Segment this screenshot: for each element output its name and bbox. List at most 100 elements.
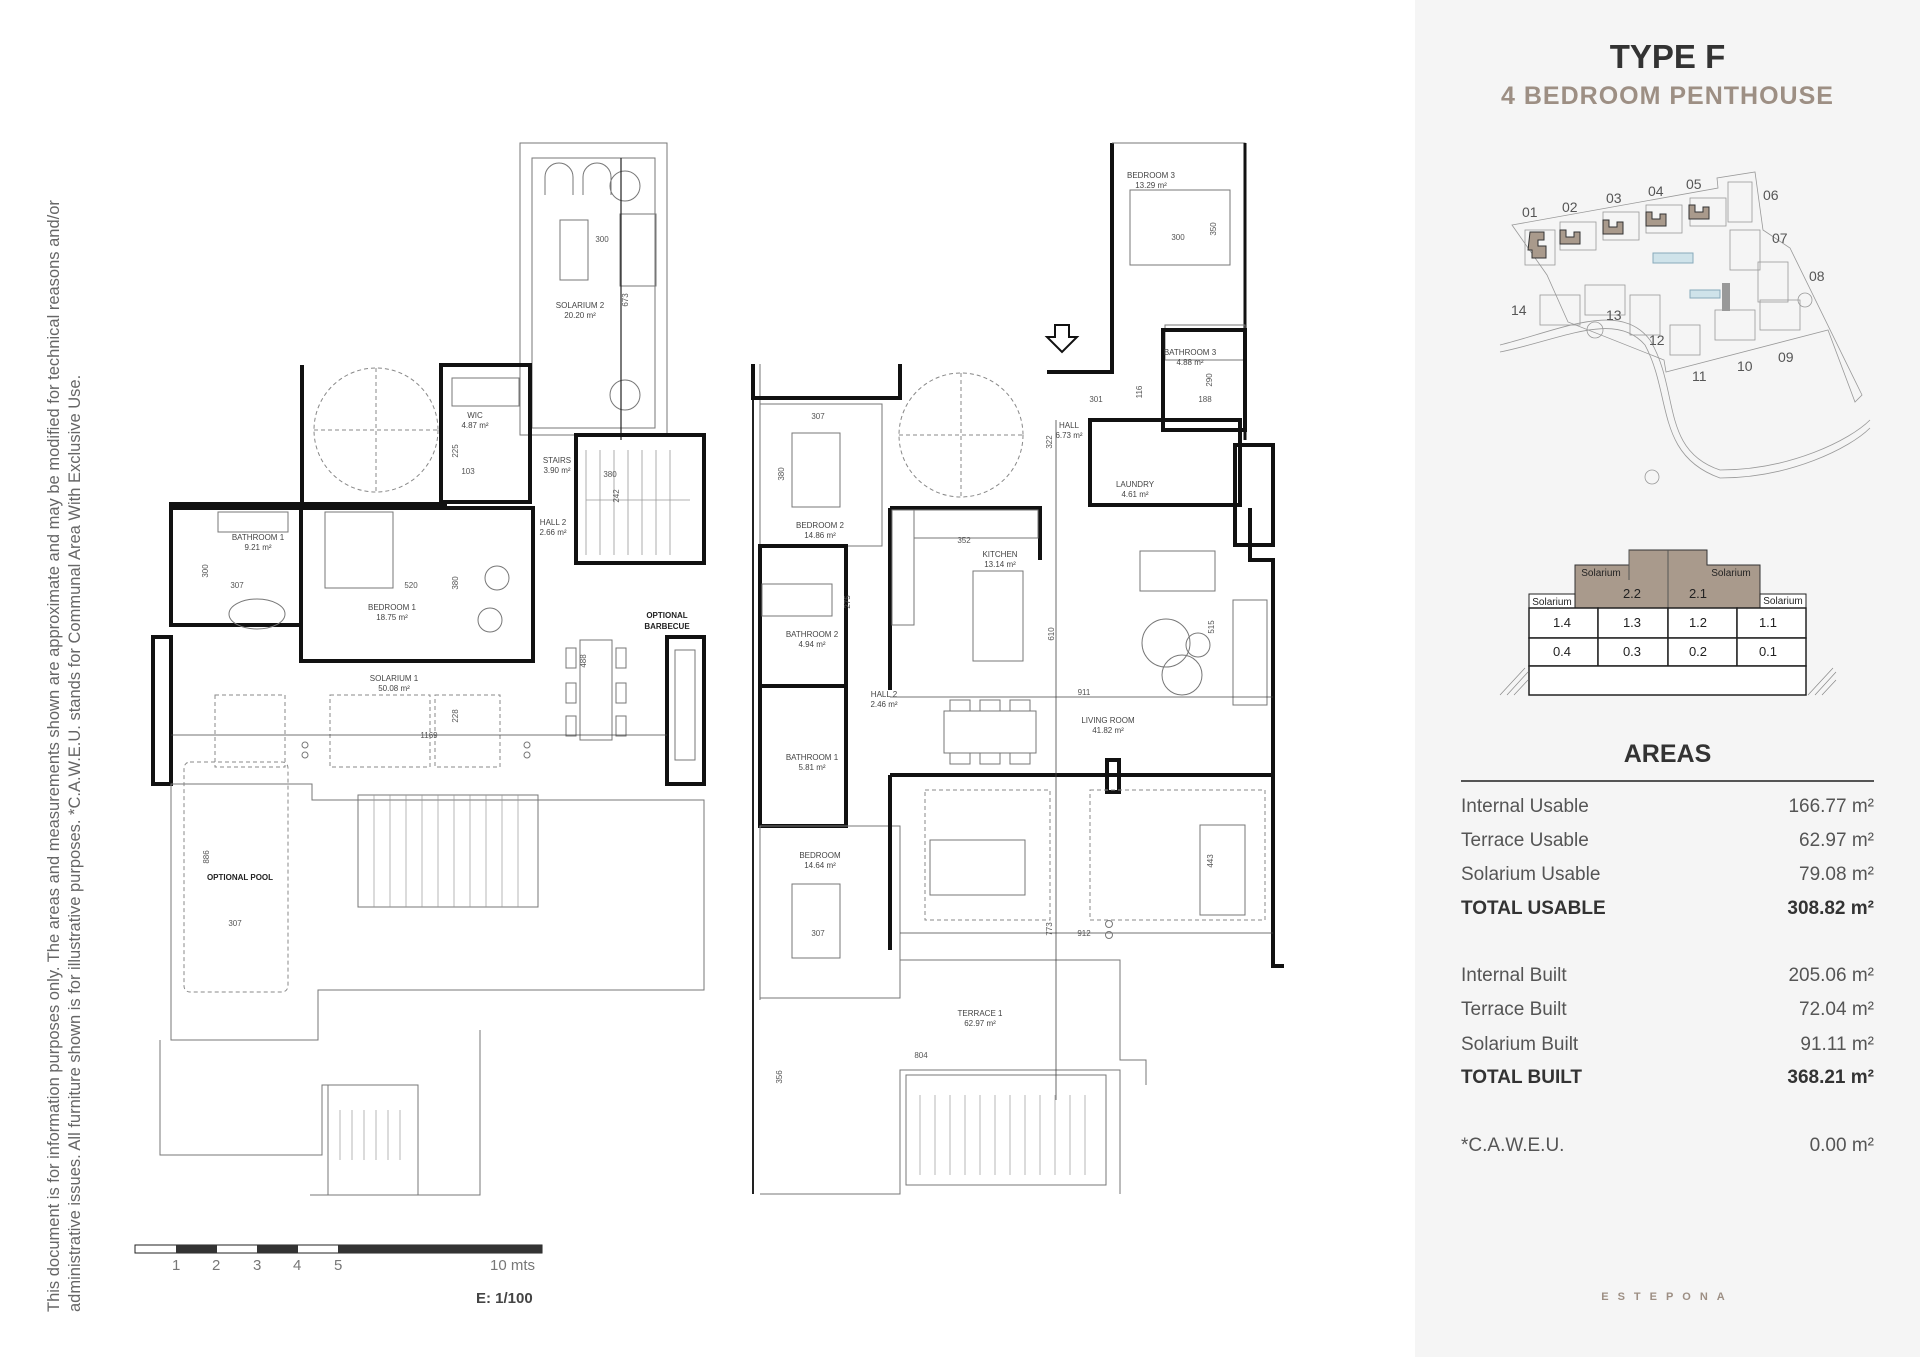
site-label: 09 xyxy=(1778,349,1794,365)
room-name-bathroom-1: BATHROOM 1 xyxy=(786,753,839,762)
unit-label: 0.1 xyxy=(1759,644,1777,659)
info-panel: TYPE F 4 BEDROOM PENTHOUSE 01 02 xyxy=(1415,0,1920,1357)
dim: 515 xyxy=(1207,620,1216,634)
room-name-bathroom-3: BATHROOM 3 xyxy=(1164,348,1217,357)
dim: 886 xyxy=(202,850,211,864)
diagram-solarium-label: Solarium xyxy=(1711,568,1750,579)
site-map: 01 02 03 04 05 06 07 08 09 10 11 12 13 1… xyxy=(1499,171,1871,485)
site-label: 10 xyxy=(1737,358,1753,374)
dim: 300 xyxy=(1171,233,1185,242)
dim: 350 xyxy=(1209,222,1218,236)
dim: 225 xyxy=(451,444,460,458)
dim: 380 xyxy=(603,470,617,479)
dim: 307 xyxy=(811,412,825,421)
floor-plans: SOLARIUM 2 20.20 m² WIC 4.87 m² STAIRS 3… xyxy=(134,142,1284,1254)
brand-logo: ESTEPONA xyxy=(1601,1291,1734,1303)
dim: 307 xyxy=(228,919,242,928)
site-label: 01 xyxy=(1522,204,1538,220)
dim: 300 xyxy=(201,564,210,578)
dim: 307 xyxy=(230,581,244,590)
dim: 352 xyxy=(957,536,971,545)
dim: 443 xyxy=(1206,854,1215,868)
room-name-laundry: LAUNDRY xyxy=(1116,480,1155,489)
site-label: 08 xyxy=(1809,268,1825,284)
dim: 322 xyxy=(1045,435,1054,449)
dim: 356 xyxy=(775,1070,784,1084)
unit-label: 0.3 xyxy=(1623,644,1641,659)
page-subtitle: 4 BEDROOM PENTHOUSE xyxy=(1501,82,1834,110)
room-area-bedroom-2: 14.86 m² xyxy=(804,531,836,540)
room-name-hall-2: HALL 2 xyxy=(871,690,898,699)
page-title: TYPE F xyxy=(1609,38,1726,75)
site-label: 06 xyxy=(1763,187,1779,203)
dim: 242 xyxy=(612,489,621,503)
room-area-laundry: 4.61 m² xyxy=(1121,490,1148,499)
room-name-bedroom-2: BEDROOM 2 xyxy=(796,521,845,530)
room-name-living-room: LIVING ROOM xyxy=(1081,716,1135,725)
note-optional: OPTIONAL xyxy=(646,611,687,620)
entrance-arrow-icon xyxy=(1044,324,1080,354)
scale-end-label: 10 mts xyxy=(490,1257,536,1274)
dim: 520 xyxy=(404,581,418,590)
diagram-solarium-label: Solarium xyxy=(1763,596,1802,607)
dim: 275 xyxy=(843,595,852,609)
dim: 290 xyxy=(1205,373,1214,387)
diagram-solarium-label: Solarium xyxy=(1532,597,1571,608)
dim: 228 xyxy=(451,709,460,723)
room-area-stairs: 3.90 m² xyxy=(543,466,570,475)
dim: 380 xyxy=(451,576,460,590)
dim: 912 xyxy=(1077,929,1091,938)
room-area-hall: 6.73 m² xyxy=(1055,431,1082,440)
site-label: 12 xyxy=(1649,332,1665,348)
dim: 488 xyxy=(579,654,588,668)
dim: 804 xyxy=(914,1051,928,1060)
room-area-bedroom: 14.64 m² xyxy=(804,861,836,870)
area-row-caweu: *C.A.W.E.U.0.00 m² xyxy=(1461,1135,1874,1156)
room-name-bedroom-1: BEDROOM 1 xyxy=(368,603,417,612)
site-label: 05 xyxy=(1686,176,1702,192)
room-name-solarium-1: SOLARIUM 1 xyxy=(370,674,419,683)
room-name-hall-2: HALL 2 xyxy=(540,518,567,527)
room-name-bedroom: BEDROOM xyxy=(799,851,841,860)
unit-label: 1.4 xyxy=(1553,615,1571,630)
dim: 103 xyxy=(461,467,475,476)
room-area-bathroom-2: 4.94 m² xyxy=(798,640,825,649)
diagram-solarium-label: Solarium xyxy=(1581,568,1620,579)
scale-tick: 2 xyxy=(212,1257,221,1274)
room-name-hall: HALL xyxy=(1059,421,1080,430)
scale-tick: 5 xyxy=(334,1257,343,1274)
scale-tick: 1 xyxy=(172,1257,181,1274)
room-area-bedroom-1: 18.75 m² xyxy=(376,613,408,622)
unit-label: 2.1 xyxy=(1689,586,1707,601)
room-name-stairs: STAIRS xyxy=(543,456,571,465)
plan-upper-level: SOLARIUM 2 20.20 m² WIC 4.87 m² STAIRS 3… xyxy=(151,142,706,1196)
unit-label: 2.2 xyxy=(1623,586,1641,601)
note-barbecue: BARBECUE xyxy=(644,622,690,631)
site-label: 03 xyxy=(1606,190,1622,206)
room-area-bathroom-1: 9.21 m² xyxy=(244,543,271,552)
dim: 773 xyxy=(1045,922,1054,936)
unit-label: 1.3 xyxy=(1623,615,1641,630)
plan-lower-level: BEDROOM 3 13.29 m² BATHROOM 3 4.88 m² HA… xyxy=(751,142,1284,1195)
building-diagram: Solarium Solarium Solarium Solarium 2.2 … xyxy=(1499,549,1837,696)
room-area-living-room: 41.82 m² xyxy=(1092,726,1124,735)
unit-label: 0.2 xyxy=(1689,644,1707,659)
room-area-solarium-2: 20.20 m² xyxy=(564,311,596,320)
site-label: 14 xyxy=(1511,302,1527,318)
dim: 301 xyxy=(1089,395,1103,404)
dim: 911 xyxy=(1078,688,1091,697)
dim: 610 xyxy=(1047,627,1056,641)
note-optional-pool: OPTIONAL POOL xyxy=(207,873,273,882)
areas-divider xyxy=(1461,780,1874,782)
dim: 188 xyxy=(1198,395,1212,404)
site-label: 13 xyxy=(1606,307,1622,323)
room-area-wic: 4.87 m² xyxy=(461,421,488,430)
room-name-bathroom-1: BATHROOM 1 xyxy=(232,533,285,542)
